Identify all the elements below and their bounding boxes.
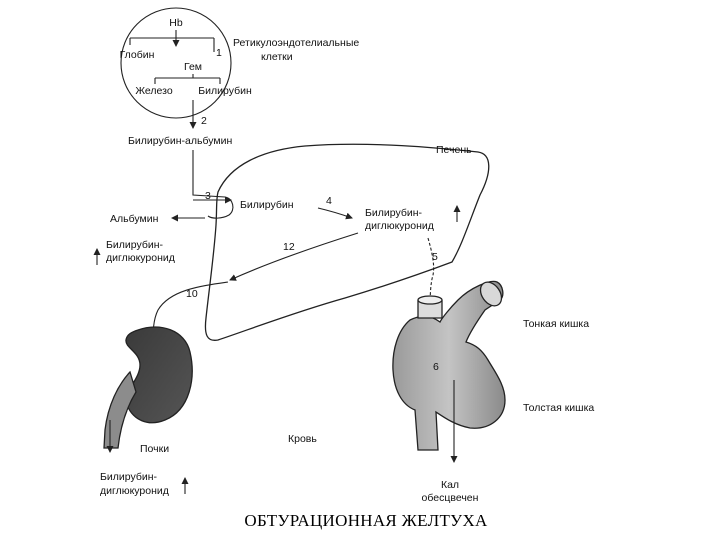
label-res-line1: Ретикулоэндотелиальные <box>233 37 359 49</box>
label-pochki: Почки <box>140 443 169 455</box>
label-gem: Гем <box>184 61 202 73</box>
label-bd-liver-2: диглюкуронид <box>365 220 434 232</box>
step-6: 6 <box>433 361 439 373</box>
label-bd-bottom-2: диглюкуронид <box>100 485 169 497</box>
label-bd-bottom-1: Билирубин- <box>100 471 158 483</box>
hb-split-lines <box>129 30 215 52</box>
label-tolstaya: Толстая кишка <box>523 402 594 414</box>
bile-duct <box>417 300 443 319</box>
step-1: 1 <box>216 47 222 59</box>
label-pechen: Печень <box>436 144 472 156</box>
label-globin: Глобин <box>120 49 155 61</box>
label-bd-liver-1: Билирубин- <box>365 207 423 219</box>
intestine-opening <box>479 281 503 307</box>
kidney <box>125 326 193 424</box>
label-tonkaya: Тонкая кишка <box>523 318 589 330</box>
gem-split-lines <box>154 74 221 84</box>
arrow-step-12 <box>229 232 359 281</box>
liver-outline <box>204 143 490 341</box>
label-bilirubin-liver: Билирубин <box>240 199 294 211</box>
label-bilirubin-albumin: Билирубин-альбумин <box>128 135 232 147</box>
label-bd-left-2: диглюкуронид <box>106 252 175 264</box>
label-albumin: Альбумин <box>110 213 159 225</box>
label-zhelezo: Железо <box>135 85 172 97</box>
step-3: 3 <box>205 190 211 202</box>
label-kal: Кал <box>441 479 459 491</box>
arrow-step-4 <box>317 207 353 220</box>
diagram-title: ОБТУРАЦИОННАЯ ЖЕЛТУХА <box>244 511 488 530</box>
label-bd-left-1: Билирубин- <box>106 239 164 251</box>
intestine <box>392 280 506 451</box>
ureter <box>103 370 137 449</box>
label-obescvechen: обесцвечен <box>422 492 479 504</box>
label-hb: Hb <box>169 17 183 29</box>
step-10: 10 <box>186 288 198 300</box>
step-2: 2 <box>201 115 207 127</box>
reticuloendothelial-cell <box>120 7 232 119</box>
step-4: 4 <box>326 195 332 207</box>
bile-duct-opening <box>417 295 443 305</box>
step-12: 12 <box>283 241 295 253</box>
label-bilirubin-top: Билирубин <box>198 85 252 97</box>
label-res-line2: клетки <box>261 51 293 63</box>
step-5: 5 <box>432 251 438 263</box>
label-krov: Кровь <box>288 433 317 445</box>
